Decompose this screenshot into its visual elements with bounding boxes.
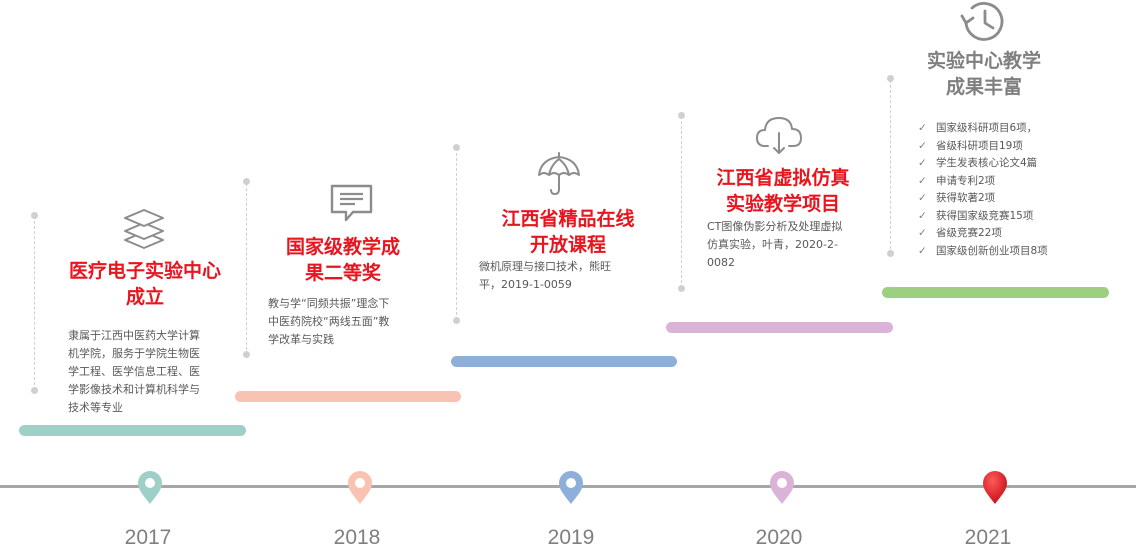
bar-2021 bbox=[882, 287, 1109, 298]
guide-dot-2020-top bbox=[678, 112, 685, 119]
list-item: ✓省级科研项目19项 bbox=[918, 138, 1048, 156]
check-icon: ✓ bbox=[918, 157, 927, 169]
year-label-2018: 2018 bbox=[333, 526, 381, 549]
guide-dot-2018-top bbox=[243, 178, 250, 185]
guide-line-2017 bbox=[34, 216, 35, 390]
milestone-title-2019: 江西省精品在线 开放课程 bbox=[501, 208, 635, 256]
milestone-title-2018: 国家级教学成 果二等奖 bbox=[285, 236, 400, 284]
list-item: ✓国家级科研项目6项， bbox=[918, 120, 1048, 138]
year-label-2021: 2021 bbox=[964, 526, 1012, 549]
list-item: ✓获得国家级竞赛15项 bbox=[918, 208, 1048, 226]
guide-dot-2019-bottom bbox=[453, 317, 460, 324]
guide-line-2019 bbox=[456, 148, 457, 320]
check-icon: ✓ bbox=[918, 192, 927, 204]
guide-dot-2019-top bbox=[453, 144, 460, 151]
bar-2019 bbox=[451, 356, 677, 367]
guide-line-2018 bbox=[246, 183, 247, 355]
history-clock-icon bbox=[958, 0, 1010, 50]
location-pin-icon-2019 bbox=[557, 470, 585, 506]
milestone-desc-2018: 教与学“同频共振”理念下 中医药院校“两线五面”教 学改革与实践 bbox=[268, 297, 390, 346]
year-label-2017: 2017 bbox=[124, 526, 172, 549]
location-pin-icon-2017 bbox=[136, 470, 164, 506]
milestone-title-2021: 实验中心教学 成果丰富 bbox=[926, 50, 1041, 98]
check-icon: ✓ bbox=[918, 227, 927, 239]
umbrella-icon bbox=[537, 151, 581, 201]
layers-icon bbox=[121, 207, 167, 255]
milestone-desc-2017: 隶属于江西中医药大学计算 机学院，服务于学院生物医 学工程、医学信息工程、医 学… bbox=[68, 329, 200, 414]
guide-dot-2017-top bbox=[31, 212, 38, 219]
achievement-list-2021: ✓国家级科研项目6项， ✓省级科研项目19项 ✓学生发表核心论文4篇 ✓申请专利… bbox=[918, 120, 1048, 260]
check-icon: ✓ bbox=[918, 139, 927, 152]
guide-dot-2020-bottom bbox=[678, 285, 685, 292]
guide-dot-2017-bottom bbox=[31, 387, 38, 394]
year-label-2019: 2019 bbox=[547, 526, 595, 549]
cloud-download-icon bbox=[754, 114, 804, 162]
location-pin-icon-2018 bbox=[346, 470, 374, 506]
milestone-title-2017: 医疗电子实验中心 成立 bbox=[68, 260, 221, 308]
list-item: ✓学生发表核心论文4篇 bbox=[918, 155, 1048, 173]
bar-2020 bbox=[666, 322, 893, 333]
guide-dot-2021-bottom bbox=[887, 250, 894, 257]
bar-2018 bbox=[235, 391, 461, 402]
check-icon: ✓ bbox=[918, 209, 927, 222]
check-icon: ✓ bbox=[918, 122, 927, 134]
location-pin-icon-2021 bbox=[981, 470, 1009, 506]
check-icon: ✓ bbox=[918, 174, 927, 187]
guide-line-2021 bbox=[890, 80, 891, 254]
guide-dot-2021-top bbox=[887, 75, 894, 82]
message-icon bbox=[329, 183, 375, 227]
location-pin-icon-2020 bbox=[768, 470, 796, 506]
list-item: ✓获得软著2项 bbox=[918, 190, 1048, 208]
guide-line-2020 bbox=[681, 116, 682, 288]
check-icon: ✓ bbox=[918, 244, 927, 257]
milestone-desc-2019: 微机原理与接口技术，熊旺 平，2019-1-0059 bbox=[479, 260, 611, 291]
guide-dot-2018-bottom bbox=[243, 351, 250, 358]
bar-2017 bbox=[19, 425, 246, 436]
milestone-title-2020: 江西省虚拟仿真 实验教学项目 bbox=[716, 167, 850, 215]
list-item: ✓国家级创新创业项目8项 bbox=[918, 243, 1048, 261]
milestone-desc-2020: CT图像伪影分析及处理虚拟 仿真实验，叶青，2020-2- 0082 bbox=[707, 220, 843, 269]
list-item: ✓省级竞赛22项 bbox=[918, 225, 1048, 243]
list-item: ✓申请专利2项 bbox=[918, 173, 1048, 191]
year-label-2020: 2020 bbox=[755, 526, 803, 549]
